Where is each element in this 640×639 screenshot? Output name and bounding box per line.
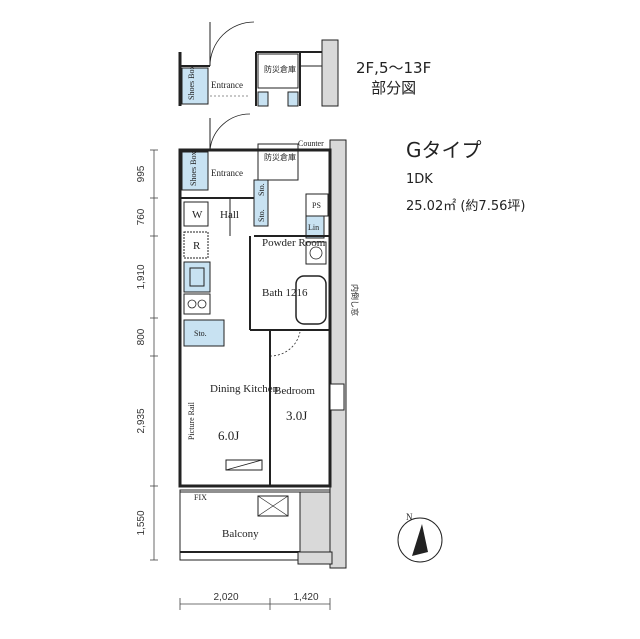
floor-note: 2F,5～13F 部分図 <box>356 58 431 98</box>
dim-v-3: 1,910 <box>136 264 147 289</box>
floor-note-line1: 2F,5～13F <box>356 59 432 77</box>
layout-code: 1DK <box>406 172 433 187</box>
window-note-label: 内倒し窓 <box>350 284 360 316</box>
bath-label: Bath 1216 <box>262 287 308 299</box>
entrance-label: Entrance <box>211 168 243 178</box>
dining-kitchen-label: Dining Kitchen <box>210 383 279 395</box>
washer-label: W <box>192 209 203 221</box>
fridge-label: R <box>193 240 201 252</box>
sto-label-2: Sto. <box>257 209 266 222</box>
vertical-dimension-line <box>150 149 158 561</box>
counter-label: Counter <box>298 139 324 148</box>
dim-v-1: 995 <box>136 165 147 182</box>
ps-label: PS <box>312 201 321 210</box>
hall-label: Hall <box>220 209 239 221</box>
horizontal-dimension-line <box>179 598 331 610</box>
dim-v-2: 760 <box>136 208 147 225</box>
fix-label: FIX <box>194 493 207 502</box>
dim-v-6: 1,550 <box>136 510 147 535</box>
shoes-box-label: Shoes Box <box>189 152 198 186</box>
lin-label: Lin <box>308 223 319 232</box>
dim-h-1: 2,020 <box>213 592 238 603</box>
dim-v-5: 2,935 <box>136 408 147 433</box>
sto-label-3: Sto. <box>194 329 207 338</box>
shoes-box-label-top: Shoes Box <box>187 66 196 100</box>
storage-label: 防災倉庫 <box>264 152 296 162</box>
bedroom-label: Bedroom <box>274 385 315 397</box>
sto-label-1: Sto. <box>257 183 266 196</box>
balcony-label: Balcony <box>222 528 259 540</box>
compass-north-label: N <box>406 512 413 522</box>
powder-room-label: Powder Room <box>262 237 326 249</box>
floor-note-line2: 部分図 <box>371 79 417 97</box>
bedroom-size-label: 3.0J <box>286 408 307 423</box>
partial-plan <box>178 21 339 107</box>
dim-v-4: 800 <box>136 328 147 345</box>
dim-h-2: 1,420 <box>293 592 318 603</box>
storage-label-top: 防災倉庫 <box>264 64 296 74</box>
dk-size-label: 6.0J <box>218 428 239 443</box>
area-text: 25.02㎡ (約7.56坪) <box>406 199 526 214</box>
compass-icon <box>397 517 443 563</box>
entrance-label-top: Entrance <box>211 80 243 90</box>
main-plan <box>178 113 347 569</box>
picture-rail-label: Picture Rail <box>187 401 196 440</box>
type-title: Gタイプ <box>406 138 482 162</box>
